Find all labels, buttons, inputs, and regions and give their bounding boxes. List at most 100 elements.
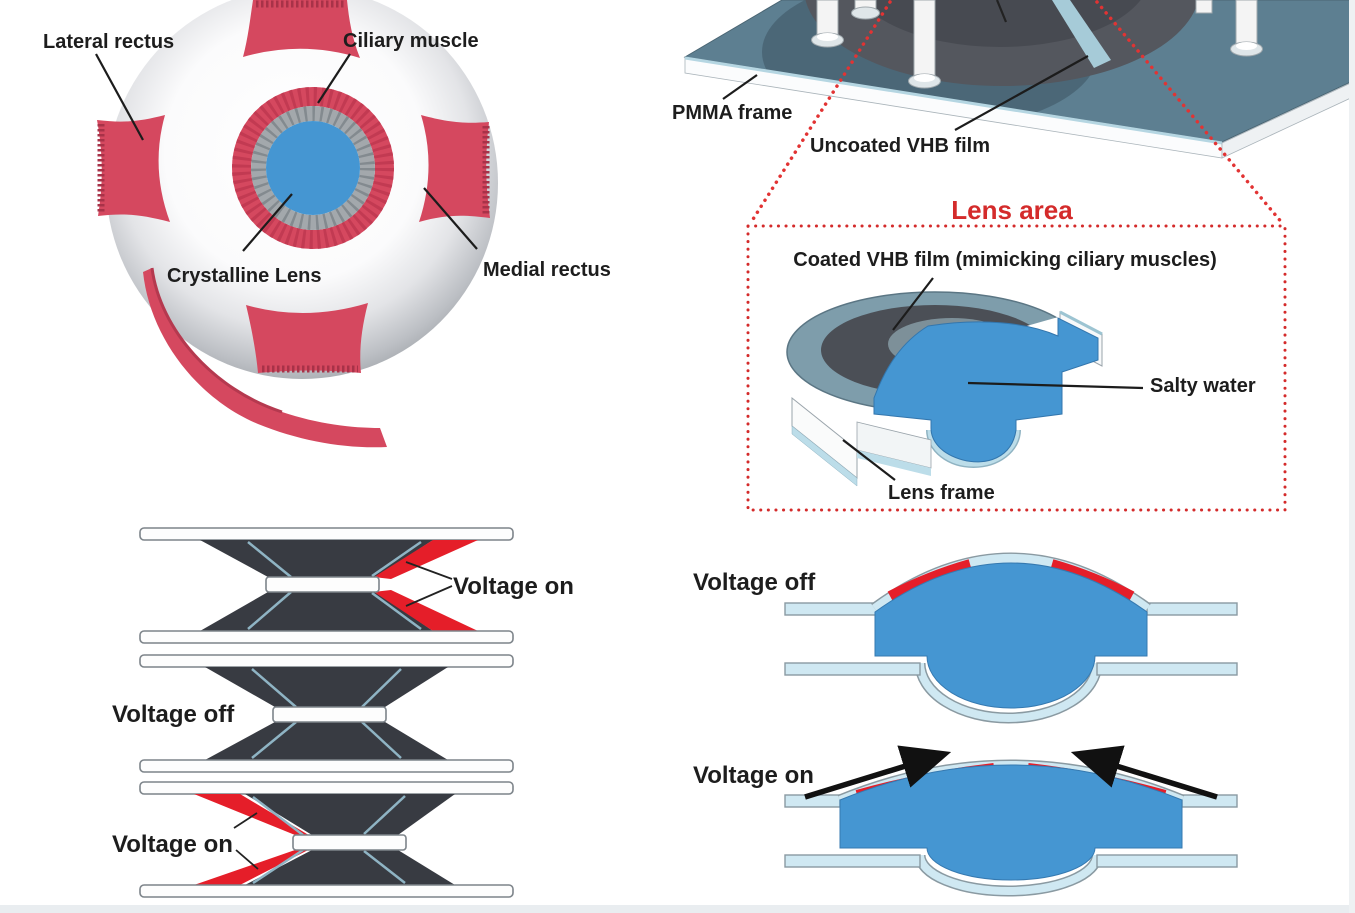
center-lens-frame: [265, 576, 380, 593]
film-highlight: [251, 668, 297, 708]
bottom-membrane-bowl: [916, 662, 1101, 722]
frame-plate: [139, 654, 514, 668]
actuator-section-top: Voltage on: [139, 527, 574, 644]
coated-vhb-label: Coated VHB film (mimicking ciliary muscl…: [793, 249, 1216, 271]
inferior-rectus-muscle: [246, 303, 368, 373]
frame-plate: [139, 884, 514, 898]
salty-water-pointer: [967, 381, 1144, 390]
frame-plate: [139, 630, 514, 644]
ciliary-muscle-pointer: [317, 53, 351, 104]
lateral-rectus-muscle: [97, 115, 170, 222]
inferior-oblique-shade: [150, 267, 283, 414]
electrode-left: [887, 559, 972, 601]
lateral-rectus-label: Lateral rectus: [43, 31, 174, 53]
lens-frame-label: Lens frame: [888, 482, 995, 504]
voltage-on-pointer: [233, 812, 258, 829]
support-post: [913, 0, 936, 80]
frame-bar: [784, 854, 921, 868]
support-post: [816, 0, 839, 39]
superior-rectus-muscle: [243, 0, 360, 58]
eye-anatomy-panel: Lateral rectus Ciliary muscle Crystallin…: [43, 0, 611, 448]
electrode-lower-left: [194, 848, 312, 885]
vhb-film-lower: [245, 850, 455, 885]
frame-bar: [1146, 602, 1238, 616]
vhb-film-upper: [245, 794, 455, 835]
lens-state-on: Voltage on: [693, 745, 1238, 897]
contraction-arrow-left: [804, 745, 952, 800]
vhb-film-lower: [205, 722, 448, 760]
frame-plate: [139, 781, 514, 795]
vhb-layer-edge: [684, 56, 1223, 145]
support-post: [1195, 0, 1213, 14]
ciliary-ring-striation: [232, 87, 394, 249]
film-highlight: [252, 848, 304, 885]
frame-wall-top-edge: [1059, 310, 1103, 336]
plate-right-edge: [1221, 80, 1355, 159]
inferior-oblique-muscle: [143, 268, 387, 448]
post-base: [851, 6, 880, 20]
film-highlight: [371, 540, 422, 578]
water-body: [874, 562, 1148, 709]
zonule-ring-striation: [251, 106, 375, 230]
zoom-guide-line-left: [748, 0, 892, 226]
zoom-guide-line-right: [1095, 0, 1285, 226]
frame-wall-bottom-film: [791, 425, 858, 487]
voltage-on-label-bottom: Voltage on: [112, 831, 233, 858]
frame-bar: [1096, 854, 1238, 868]
post-base-top: [817, 33, 838, 41]
film-highlight: [361, 668, 402, 708]
electrode-upper-right: [374, 540, 478, 579]
vhb-film-upper: [205, 667, 448, 707]
voltage-on-pointer: [405, 585, 453, 607]
medial-rectus-label: Medial rectus: [483, 259, 611, 281]
uncoated-vhb-label: Uncoated VHB film: [810, 135, 990, 157]
frame-bar: [1096, 662, 1238, 676]
uncoated-film-pointer: [954, 55, 1089, 131]
contraction-arrow-right: [1070, 745, 1218, 800]
voltage-on-label: Voltage on: [693, 762, 814, 789]
film-highlight: [363, 850, 406, 884]
pmma-frame-pointer: [722, 74, 758, 100]
center-lens-frame: [292, 834, 407, 851]
salty-water-label: Salty water: [1150, 375, 1256, 397]
uncoated-film-stripe: [1052, 0, 1111, 68]
frame-plate: [139, 527, 514, 541]
page-bottom-edge: [0, 905, 1355, 913]
lateral-rectus-pointer: [95, 53, 144, 141]
lens-cutaway: [786, 291, 1150, 487]
medial-rectus-muscle: [419, 115, 490, 222]
lens-state-off: Voltage off: [693, 552, 1238, 724]
salty-water-body: [873, 317, 1099, 463]
page-right-edge: [1349, 0, 1355, 913]
lens-frame-pointer: [842, 439, 896, 481]
coated-film-dome: [804, 0, 1200, 86]
actuator-section-middle: Voltage off: [112, 654, 514, 773]
crystalline-lens-label: Crystalline Lens: [167, 265, 322, 287]
voltage-on-pointer: [235, 849, 259, 870]
actuator-section-bottom: Voltage on: [112, 781, 514, 898]
medial-rectus-pointer: [423, 187, 478, 250]
film-highlight: [247, 541, 292, 578]
voltage-on-label-top: Voltage on: [453, 573, 574, 600]
lens-states-panel: Voltage off Voltage on: [693, 552, 1238, 897]
crystalline-lens-pointer: [242, 193, 293, 252]
film-highlight: [247, 591, 292, 630]
post-base-top: [914, 74, 935, 82]
frame-bar: [784, 662, 921, 676]
frame-plate: [139, 759, 514, 773]
water-body: [839, 764, 1183, 881]
electrode-right: [1050, 559, 1135, 601]
ciliary-muscle-label: Ciliary muscle: [343, 30, 479, 52]
center-lens-frame: [272, 706, 387, 723]
film-highlight: [371, 591, 422, 631]
lens-area-label: Lens area: [951, 195, 1073, 225]
voltage-on-pointer: [405, 561, 453, 580]
film-highlight: [361, 721, 402, 759]
post-base-top: [1236, 42, 1257, 50]
actuator-stack-panel: Voltage on Voltage off: [112, 527, 574, 898]
electrode-lower-right: [374, 590, 478, 631]
bottom-membrane-bowl: [916, 854, 1101, 895]
support-post: [1235, 0, 1258, 48]
